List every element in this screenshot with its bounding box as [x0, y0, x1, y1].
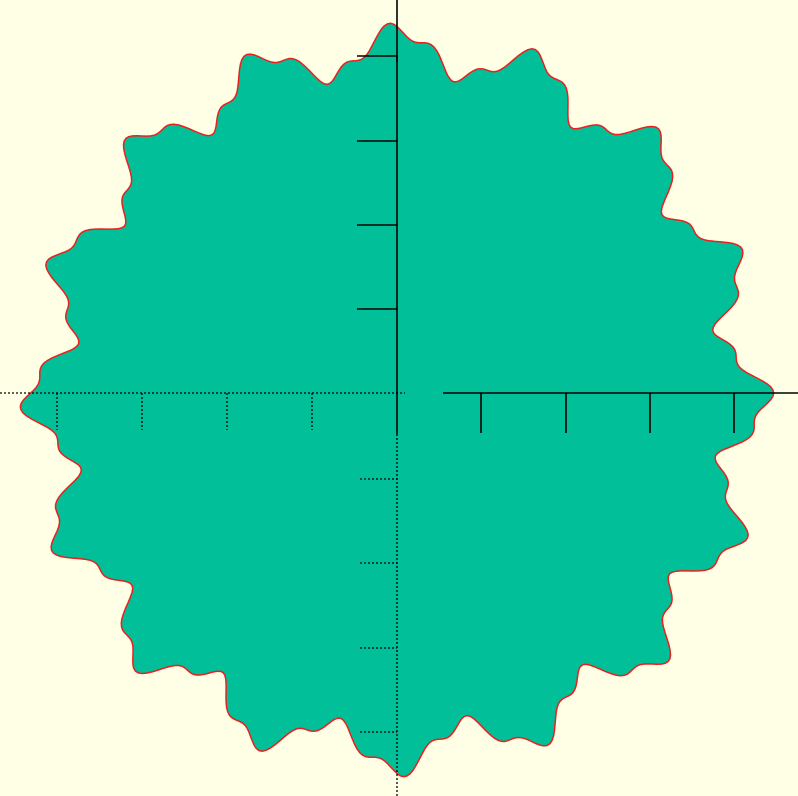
y-axis-end-bracket: [357, 55, 398, 62]
axis-ticks: [56, 140, 735, 733]
